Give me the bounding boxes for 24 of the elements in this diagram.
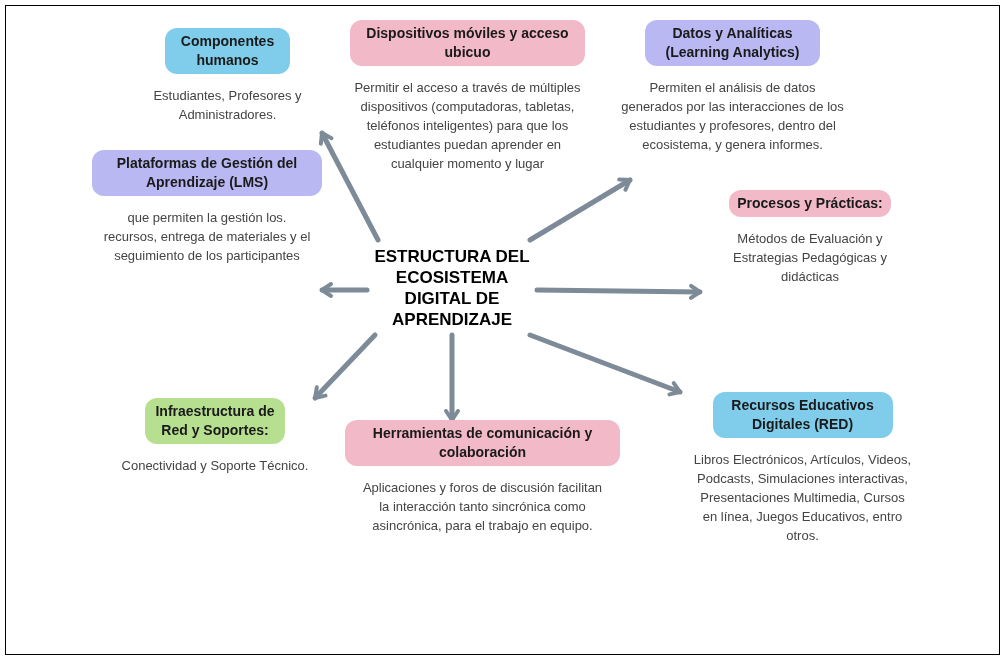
arrow bbox=[527, 332, 683, 397]
heading-pill: Recursos Educativos Digitales (RED) bbox=[712, 392, 893, 438]
description-text: que permiten la gestión los. recursos, entrega de materiales y el seguimiento de los participantes bbox=[102, 209, 312, 265]
heading-pill: Plataformas de Gestión del Aprendizaje (LMS) bbox=[92, 150, 322, 196]
heading-pill: Infraestructura de Red y Soportes: bbox=[145, 398, 285, 444]
arrow bbox=[319, 282, 370, 298]
arrow bbox=[312, 332, 378, 401]
heading-pill: Datos y Analíticas (Learning Analytics) bbox=[645, 20, 820, 66]
heading-pill: Dispositivos móviles y acceso ubicuo bbox=[350, 20, 585, 66]
description-text: Estudiantes, Profesores y Administradores. bbox=[152, 87, 303, 124]
heading-pill: Herramientas de comunicación y colaboración bbox=[345, 420, 620, 466]
description-text: Aplicaciones y foros de discusión facilitan la interacción tanto sincrónica como asincrónica, para el trabajo en equipo. bbox=[361, 479, 604, 535]
description-text: Libros Electrónicos, Artículos, Videos, Podcasts, Simulaciones interactivas, Presentaciones Multimedia, Cursos en línea, Juegos Educativos, entro otros. bbox=[692, 451, 913, 545]
arrow bbox=[444, 332, 460, 423]
central-title: ESTRUCTURA DEL ECOSISTEMA DIGITAL DE APRENDIZAJE bbox=[373, 245, 531, 330]
heading-pill: Procesos y Prácticas: bbox=[729, 190, 891, 217]
description-text: Conectividad y Soporte Técnico. bbox=[120, 457, 310, 475]
description-text: Permiten el análisis de datos generados por las interacciones de los estudiantes y profesores, dentro del ecosistema, y genera informes. bbox=[620, 79, 845, 154]
heading-pill: Componentes humanos bbox=[165, 28, 290, 74]
description-text: Métodos de Evaluación y Estrategias Pedagógicas y didácticas bbox=[732, 230, 888, 286]
arrow bbox=[527, 177, 633, 243]
arrow bbox=[318, 130, 381, 243]
arrow bbox=[534, 283, 703, 300]
description-text: Permitir el acceso a través de múltiples dispositivos (computadoras, tabletas, teléfonos inteligentes) para que los estudiantes puedan aprender en cualquier momento y lugar bbox=[353, 79, 582, 173]
